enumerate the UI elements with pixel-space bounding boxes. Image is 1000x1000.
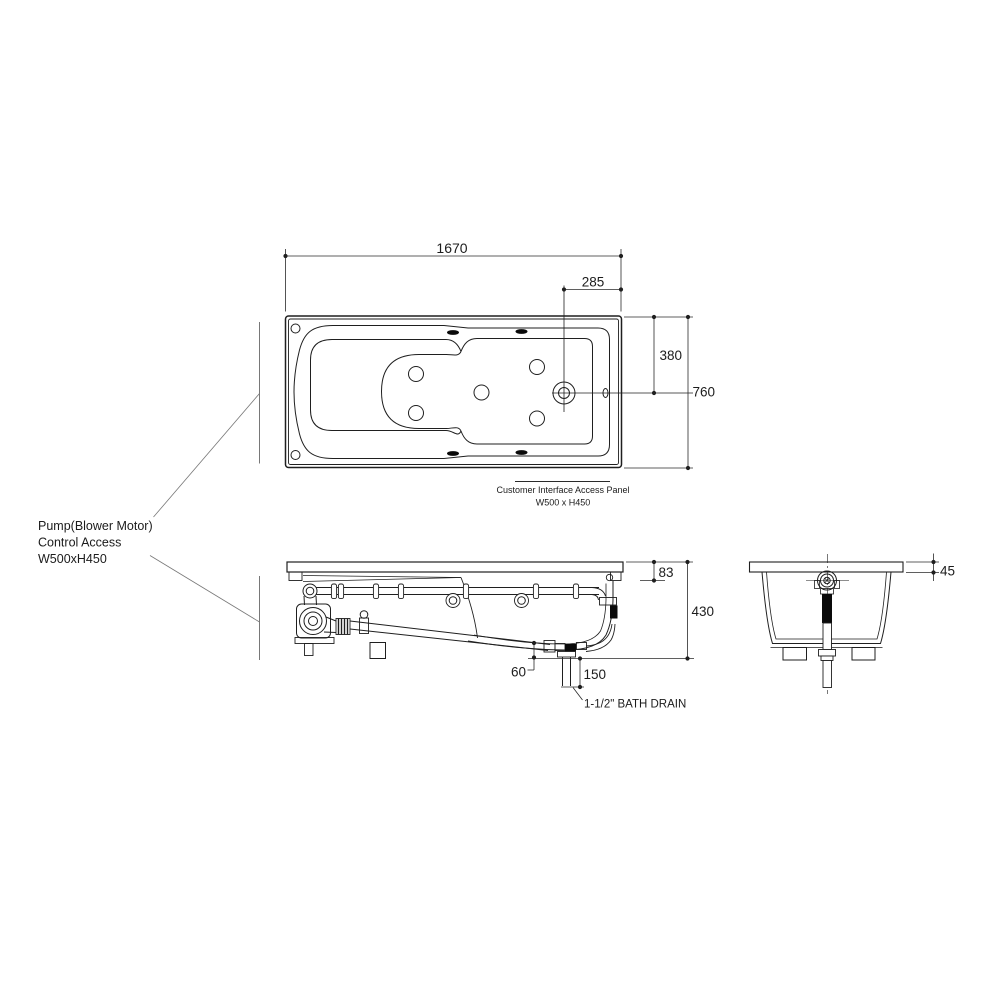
head-floor-contour	[310, 339, 462, 435]
jet	[473, 384, 490, 401]
overflow-trim	[605, 573, 614, 582]
plan-dimensions	[283, 249, 693, 471]
overflow-hose	[610, 605, 618, 619]
pump-note-line1: Pump(Blower Motor)	[38, 519, 153, 533]
access-panel-note-line1: Customer Interface Access Panel	[496, 485, 629, 495]
overflow-fitting	[599, 597, 617, 606]
dim-rim-thickness: 45	[940, 564, 955, 579]
access-panel-note: Customer Interface Access Panel W500 x H…	[496, 481, 630, 508]
air-injector	[447, 330, 459, 335]
pipe-ring	[572, 583, 580, 600]
air-injector	[447, 451, 459, 456]
standpipe-cap	[359, 610, 369, 619]
drain-fitting	[552, 381, 576, 405]
bath-drain-note: 1-1/2" BATH DRAIN	[572, 687, 686, 711]
shell-inner	[473, 583, 607, 645]
well-floor-contour	[460, 338, 593, 445]
tub-foot	[369, 642, 386, 659]
dim-floor-gap: 60	[511, 665, 526, 680]
jet-tee	[514, 593, 529, 608]
leader-line	[149, 555, 260, 623]
side-rim-lip-right	[610, 571, 622, 581]
end-rim	[748, 561, 904, 573]
side-dimension-labels: 83 430 60 150	[511, 565, 714, 682]
side-dimensions	[527, 559, 694, 690]
plan-view	[284, 285, 693, 469]
drain-hose-black	[565, 644, 576, 652]
pipe-ring	[397, 583, 405, 600]
access-panel-note-line2: W500 x H450	[536, 498, 591, 508]
plan-dimension-labels: 1670 285 380 760	[436, 240, 715, 400]
dim-drain-to-end: 285	[582, 275, 605, 290]
dim-drain-length: 150	[584, 667, 607, 682]
ribbed-coupling	[335, 618, 351, 635]
pipe-ring	[337, 583, 345, 600]
pump-access-note: Pump(Blower Motor) Control Access W500xH…	[38, 322, 260, 660]
air-injector	[515, 450, 528, 455]
overflow-hose-end	[822, 594, 832, 623]
jet	[408, 405, 424, 421]
dim-overall-length: 1670	[436, 240, 467, 256]
rim-hole	[290, 323, 301, 334]
end-dimensions	[906, 553, 939, 581]
side-rim-lip-left	[288, 571, 303, 581]
rim-hole	[290, 450, 301, 460]
tub-foot	[304, 643, 314, 656]
tub-foot	[851, 647, 876, 661]
overflow-slot	[602, 388, 609, 398]
tub-inner-rim	[288, 318, 619, 465]
end-view	[748, 554, 904, 694]
jet	[408, 366, 424, 382]
air-injector	[515, 329, 528, 334]
pump-inlet	[299, 607, 327, 635]
pipe-ring	[372, 583, 380, 600]
basin-opening-contour	[293, 325, 610, 459]
pump-housing	[296, 603, 331, 639]
backrest-slope	[460, 577, 478, 639]
pipe-ring	[330, 583, 338, 600]
leader-line	[153, 393, 260, 518]
tub-outer-edge	[284, 315, 623, 469]
bath-drain-label: 1-1/2" BATH DRAIN	[584, 699, 686, 711]
pump-note-line2: Control Access	[38, 536, 121, 550]
drain-coupling	[818, 649, 836, 657]
drain-fitting-inner	[558, 387, 570, 399]
drain-tailpipe	[822, 660, 832, 688]
jet	[529, 359, 545, 375]
dim-drain-to-side: 380	[660, 348, 683, 363]
dim-overall-width: 760	[693, 385, 716, 400]
side-view	[286, 561, 624, 686]
pump-base	[294, 637, 335, 644]
dim-overall-height: 430	[692, 604, 715, 619]
manifold-elbow	[302, 583, 318, 599]
jet-tee	[445, 593, 461, 608]
pump-note-line3: W500xH450	[38, 552, 107, 566]
dim-rim-drop: 83	[659, 565, 674, 580]
seat-contour	[380, 351, 462, 432]
jet	[529, 410, 545, 427]
pipe-ring	[462, 583, 470, 600]
shell-outer	[467, 581, 614, 651]
tub-foot	[782, 647, 807, 661]
standpipe-body	[359, 617, 369, 634]
side-rim	[286, 561, 624, 573]
pipe-ring	[532, 583, 540, 600]
